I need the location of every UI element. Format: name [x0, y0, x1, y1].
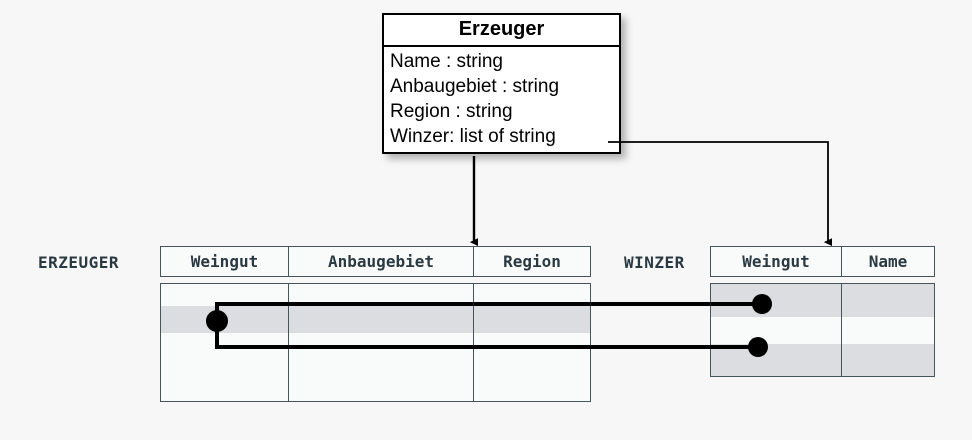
table-cell — [474, 306, 590, 333]
column-header-weingut: Weingut — [161, 247, 289, 276]
table-cell — [711, 317, 842, 344]
table-cell — [289, 284, 474, 306]
table-row[interactable] — [161, 361, 590, 401]
table-row[interactable] — [711, 284, 934, 317]
table-row[interactable] — [711, 344, 934, 376]
uml-attribute-anbaugebiet: Anbaugebiet : string — [390, 76, 560, 97]
table-cell — [842, 317, 934, 344]
uml-attribute-winzer: Winzer: list of string — [390, 126, 556, 147]
table-cell — [474, 333, 590, 361]
table-cell — [711, 284, 842, 317]
table-cell — [289, 361, 474, 401]
table-cell — [289, 333, 474, 361]
table-cell — [474, 361, 590, 401]
table-header-winzer: Weingut Name — [710, 246, 935, 277]
table-row[interactable] — [711, 317, 934, 344]
table-cell — [161, 361, 289, 401]
table-header-erzeuger: Weingut Anbaugebiet Region — [160, 246, 591, 277]
column-header-anbaugebiet: Anbaugebiet — [289, 247, 474, 276]
uml-class-name: Erzeuger — [384, 15, 619, 47]
table-label-winzer: WINZER — [624, 253, 685, 272]
table-cell — [474, 284, 590, 306]
table-cell — [161, 306, 289, 333]
table-row[interactable] — [161, 284, 590, 306]
uml-attribute-region: Region : string — [390, 101, 513, 122]
table-body-erzeuger — [160, 283, 591, 402]
mapping-arrow-winzer — [608, 141, 833, 247]
column-header-name: Name — [868, 252, 908, 271]
table-cell — [842, 344, 934, 376]
uml-attribute-list: Name : string Anbaugebiet : string Regio… — [384, 47, 619, 152]
table-cell — [842, 284, 934, 317]
table-cell — [289, 306, 474, 333]
table-cell — [161, 333, 289, 361]
uml-class-box: Erzeuger Name : string Anbaugebiet : str… — [382, 13, 621, 154]
table-cell — [711, 344, 842, 376]
table-body-winzer — [710, 283, 935, 377]
table-cell — [161, 284, 289, 306]
uml-attribute-name: Name : string — [390, 51, 503, 72]
table-row[interactable] — [161, 333, 590, 361]
table-row[interactable] — [161, 306, 590, 333]
column-header-weingut: Weingut — [711, 247, 842, 276]
column-header-region: Region — [503, 252, 561, 271]
table-label-erzeuger: ERZEUGER — [38, 253, 120, 272]
